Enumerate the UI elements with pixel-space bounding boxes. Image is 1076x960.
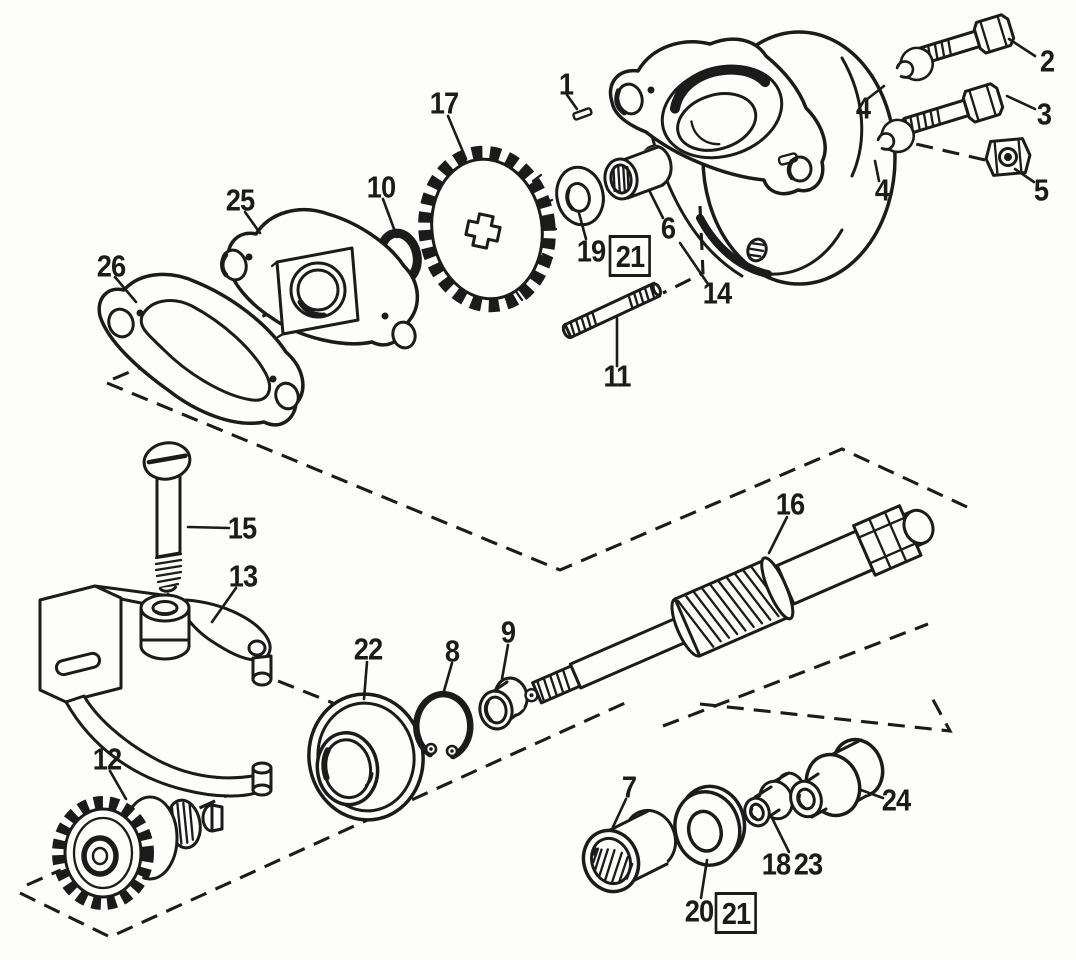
washer-20 [673,784,747,867]
hex-nut [984,137,1032,177]
callout-5: 5 [1033,172,1049,208]
callout-1: 1 [558,66,574,102]
callout-15: 15 [227,510,257,546]
callout-2: 2 [1039,43,1055,79]
callout-24: 24 [881,782,911,818]
callout-20: 20 [684,893,714,929]
callout-26: 26 [96,248,126,284]
callout-3: 3 [1036,96,1052,132]
splined-sleeve [581,808,678,894]
washer-19 [555,165,605,227]
starter-housing [608,30,897,286]
callout-19: 19 [576,233,606,269]
spacer-bushing [478,676,529,731]
callout-25: 25 [225,182,255,218]
callout-21-lower: 21 [714,892,758,934]
stud [561,281,663,340]
cover-plate [220,208,420,350]
slotted-screw [142,441,192,606]
roll-pin [572,107,593,121]
clutch-gear [52,795,224,910]
lock-washer-upper [895,46,934,82]
lever-and-bracket [38,584,273,798]
callout-14: 14 [702,275,732,311]
callout-23: 23 [793,846,823,882]
callout-22: 22 [353,631,383,667]
hex-bolt-3 [901,82,1005,136]
pinion-shaft [524,504,935,705]
callout-8: 8 [444,633,460,669]
callout-10: 10 [366,169,396,205]
leader-lines [108,37,1037,900]
large-gear [418,145,558,313]
callout-7: 7 [621,769,637,805]
coupling [789,737,885,819]
callout-17: 17 [429,85,459,121]
thrust-collar [307,692,425,822]
callout-4-upper: 4 [855,90,871,126]
callout-9: 9 [500,614,516,650]
callout-12: 12 [92,741,122,777]
callout-16: 16 [775,486,805,522]
retaining-ring [413,690,474,760]
callout-21-upper: 21 [608,235,652,277]
callout-4-lower: 4 [874,172,890,208]
callout-11: 11 [603,358,631,394]
lock-washer-lower [876,118,915,154]
callout-13: 13 [228,558,258,594]
callout-6: 6 [660,210,676,246]
splined-bushing [603,144,673,201]
callout-18: 18 [761,846,791,882]
gasket [97,272,305,427]
